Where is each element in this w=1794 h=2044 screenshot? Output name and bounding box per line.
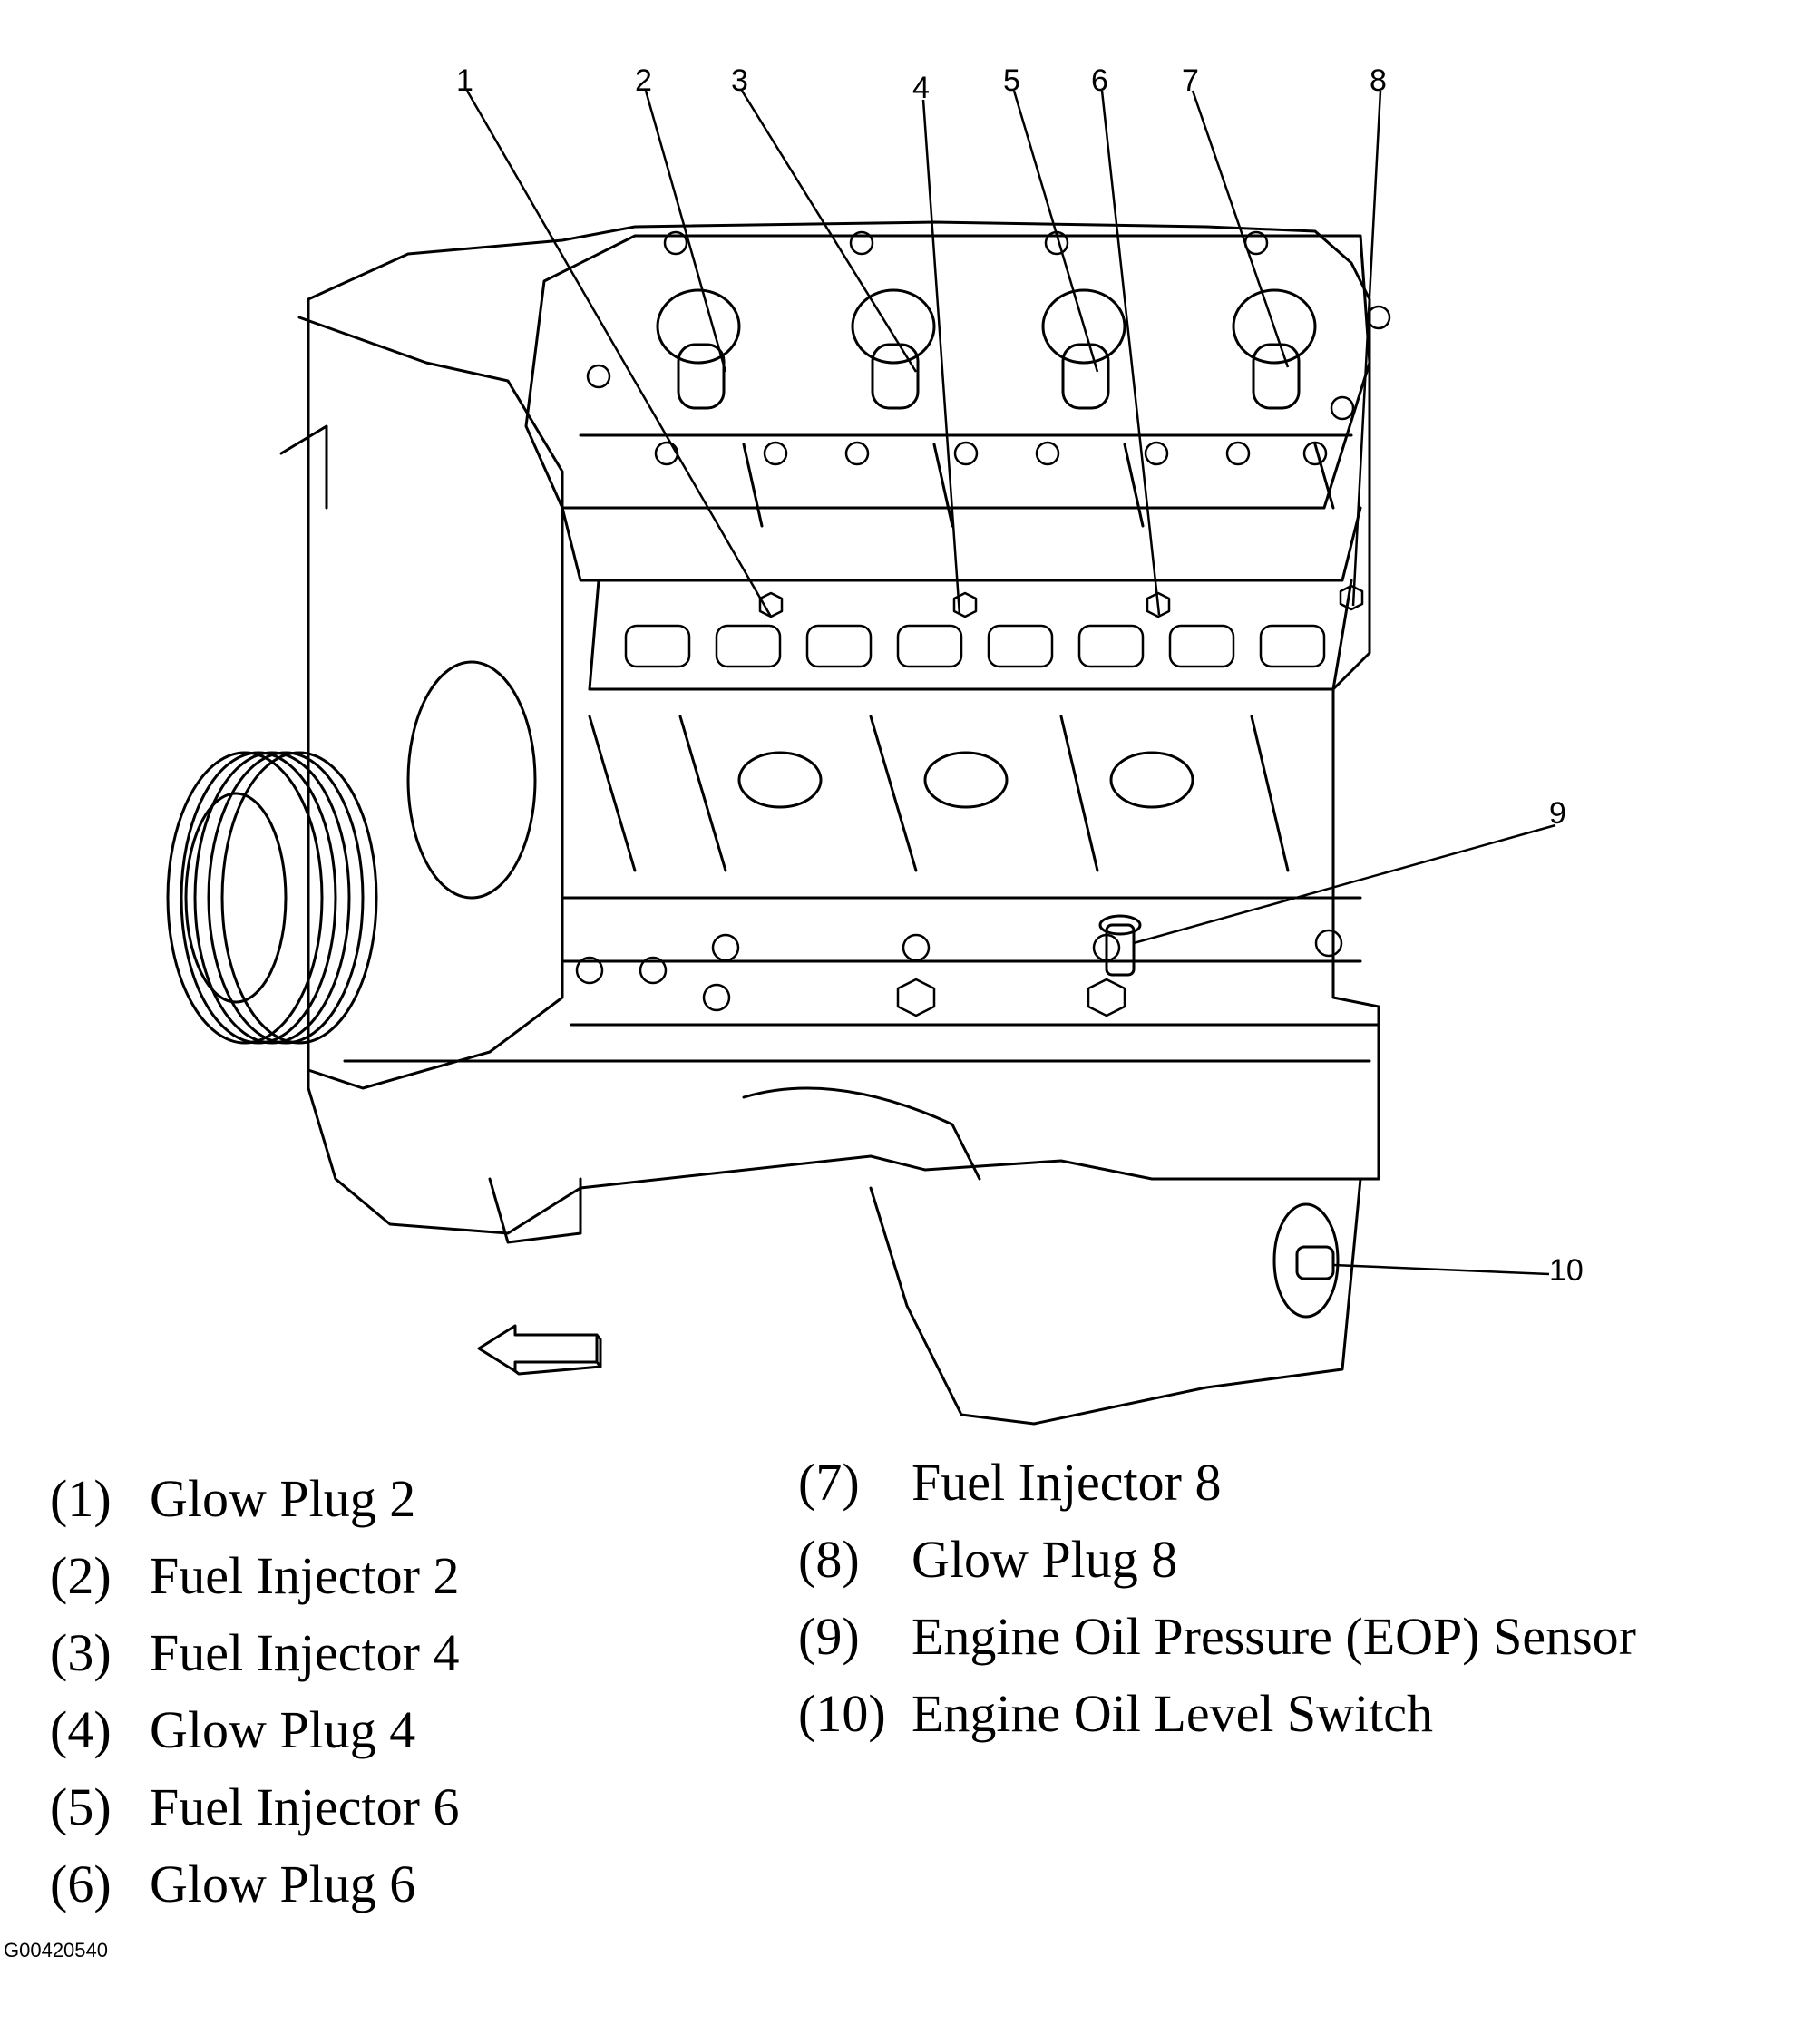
glow-plugs <box>758 584 1364 618</box>
figure-code: G00420540 <box>4 1939 108 1961</box>
block-bores <box>588 715 1290 872</box>
legend-item: (8) Glow Plug 8 <box>798 1521 1636 1598</box>
legend-number: (3) <box>50 1623 112 1682</box>
callout-2: 2 <box>635 63 652 98</box>
legend-item: (5) Fuel Injector 6 <box>50 1768 459 1845</box>
legend-item: (2) Fuel Injector 2 <box>50 1537 459 1614</box>
legend-item: (3) Fuel Injector 4 <box>50 1614 459 1691</box>
front-direction-arrow-icon <box>477 1324 602 1376</box>
callout-6: 6 <box>1091 63 1108 98</box>
legend-right-column: (7) Fuel Injector 8 (8) Glow Plug 8 (9) Eng… <box>798 1444 1636 1752</box>
legend-label: Glow Plug 4 <box>150 1700 416 1759</box>
engine-drawing <box>166 220 1391 1426</box>
legend-item: (1) Glow Plug 2 <box>50 1460 459 1537</box>
callout-9: 9 <box>1549 796 1566 831</box>
callout-1: 1 <box>456 63 473 98</box>
legend-number: (1) <box>50 1469 112 1528</box>
legend-item: (7) Fuel Injector 8 <box>798 1444 1636 1521</box>
legend-label: Fuel Injector 2 <box>150 1546 460 1605</box>
legend-number: (10) <box>798 1684 886 1743</box>
legend-item: (4) Glow Plug 4 <box>50 1691 459 1768</box>
head-ports <box>624 624 1326 668</box>
legend-number: (9) <box>798 1607 860 1666</box>
legend-label: Glow Plug 6 <box>150 1854 416 1913</box>
rail-bolts <box>575 929 1343 1017</box>
callout-3: 3 <box>731 63 748 98</box>
legend-item: (10) Engine Oil Level Switch <box>798 1675 1636 1752</box>
legend-label: Glow Plug 2 <box>150 1469 416 1528</box>
crank-pulley <box>166 751 378 1045</box>
legend-label: Glow Plug 8 <box>912 1530 1178 1589</box>
legend-label: Fuel Injector 6 <box>150 1777 460 1836</box>
legend-number: (5) <box>50 1777 112 1836</box>
legend-number: (7) <box>798 1453 860 1512</box>
legend-left-column: (1) Glow Plug 2 (2) Fuel Injector 2 (3) Fue… <box>50 1460 459 1922</box>
legend-item: (6) Glow Plug 6 <box>50 1845 459 1922</box>
callout-labels: 1 2 3 4 5 6 7 8 9 10 <box>456 63 1584 1288</box>
callout-10: 10 <box>1549 1253 1584 1288</box>
legend-number: (2) <box>50 1546 112 1605</box>
legend-label: Fuel Injector 4 <box>150 1623 460 1682</box>
callout-7: 7 <box>1182 63 1199 98</box>
leader-lines <box>465 90 1556 1276</box>
legend-number: (4) <box>50 1700 112 1759</box>
legend-label: Fuel Injector 8 <box>912 1453 1222 1512</box>
legend-item: (9) Engine Oil Pressure (EOP) Sensor <box>798 1598 1636 1675</box>
cover-bolts <box>586 230 1391 466</box>
callout-5: 5 <box>1003 63 1020 98</box>
engine-diagram: 1 2 3 4 5 6 7 8 9 10 <box>166 63 1584 1426</box>
eop-sensor <box>1098 914 1142 977</box>
callout-8: 8 <box>1370 63 1387 98</box>
oil-level-switch <box>1272 1202 1340 1319</box>
legend-number: (8) <box>798 1530 860 1589</box>
injector-bosses <box>656 288 1335 528</box>
legend-label: Engine Oil Pressure (EOP) Sensor <box>912 1607 1637 1666</box>
legend-label: Engine Oil Level Switch <box>912 1684 1434 1743</box>
callout-4: 4 <box>912 71 930 105</box>
legend-number: (6) <box>50 1854 112 1913</box>
